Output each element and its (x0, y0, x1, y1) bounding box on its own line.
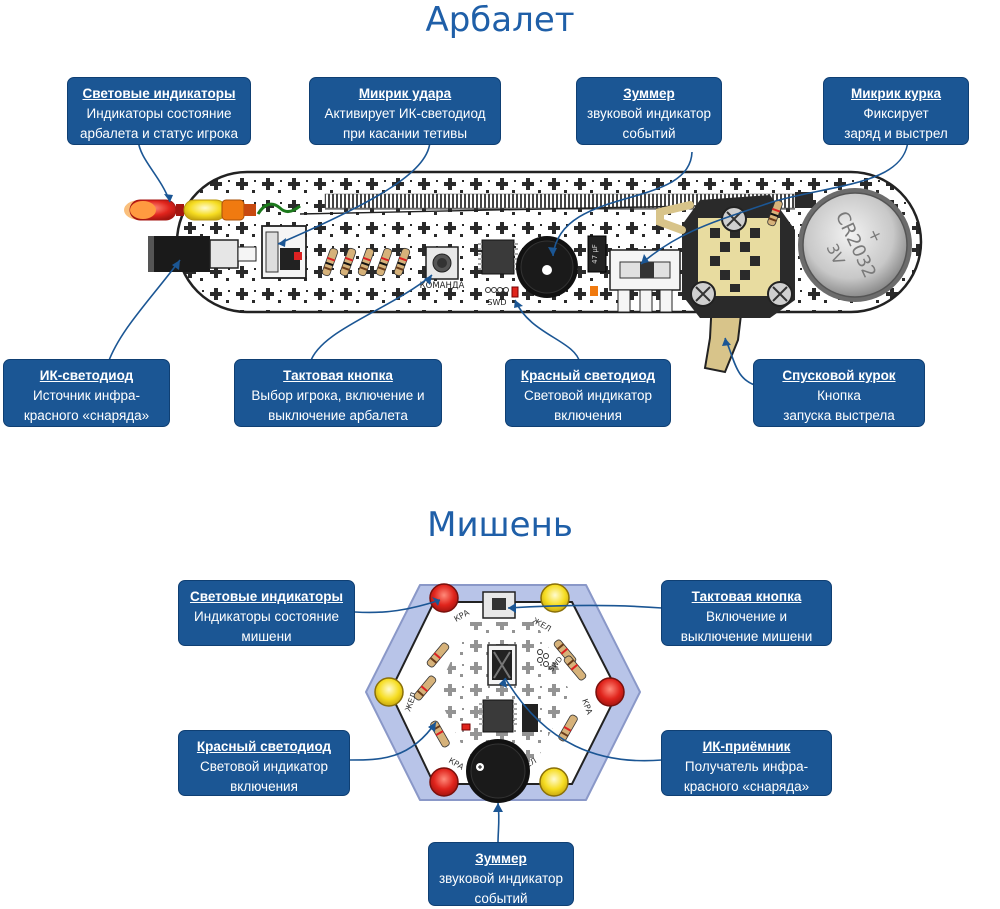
callout-title: ИК-светодиод (39, 368, 134, 383)
cap-label: 47 µF (591, 244, 599, 264)
resistor-array (321, 247, 411, 277)
swd-pads: SWD (485, 287, 509, 307)
callout-target-ir-receiver: ИК-приёмник Получатель инфра- красного «… (661, 730, 832, 796)
callout-crossbow-ir-led: ИК-светодиод Источник инфра- красного «с… (3, 359, 170, 427)
target-board: КРА ЖЕЛ ЖЕЛ КРА ЖЕЛ КРА (365, 583, 641, 803)
target-microcontroller (479, 699, 517, 733)
callout-target-red-led: Красный светодиод Световой индикатор вкл… (178, 730, 350, 796)
callout-desc: звуковой индикатор событий (586, 106, 712, 141)
callout-crossbow-trigger: Спусковой курок Кнопка запуска выстрела (753, 359, 925, 427)
callout-title: Красный светодиод (196, 739, 332, 754)
trigger-switch (590, 249, 681, 313)
ir-receiver (487, 644, 517, 686)
crossbow-leds (124, 199, 256, 221)
target-connector-arrows (428, 597, 516, 812)
callout-desc: Индикаторы состояние мишени (193, 609, 339, 644)
crossbow-title: Арбалет (425, 0, 575, 40)
callout-title: ИК-приёмник (702, 739, 791, 754)
callout-desc: Индикаторы состояние арбалета и статус и… (79, 106, 239, 141)
callout-title: Тактовая кнопка (691, 589, 802, 604)
callout-crossbow-red-led: Красный светодиод Световой индикатор вкл… (505, 359, 671, 427)
callout-title: Тактовая кнопка (283, 368, 393, 383)
crossbow-tact-button: КОМАНДА (420, 246, 465, 291)
callout-title: Зуммер (475, 851, 527, 866)
callout-title: Красный светодиод (520, 368, 656, 383)
callout-desc: Кнопка запуска выстрела (783, 388, 895, 423)
callout-desc: Включение и выключение мишени (680, 609, 813, 644)
callout-crossbow-leds: Световые индикаторы Индикаторы состояние… (67, 77, 251, 145)
callout-desc: Источник инфра- красного «снаряда» (23, 388, 150, 423)
target-buzzer (466, 739, 530, 803)
callout-desc: Выбор игрока, включение и выключение арб… (251, 388, 425, 423)
callout-title: Микрик удара (358, 86, 452, 101)
callout-desc: Активирует ИК-светодиод при касании тети… (324, 106, 486, 141)
callout-title: Световые индикаторы (82, 86, 236, 101)
callout-crossbow-button: Тактовая кнопка Выбор игрока, включение … (234, 359, 442, 427)
crossbow-connector-arrows (164, 194, 731, 346)
callout-desc: Световой индикатор включения (199, 759, 329, 794)
crossbow-buzzer (516, 236, 578, 298)
crossbow-red-led (511, 286, 519, 298)
callout-desc: звуковой индикатор событий (438, 871, 564, 906)
callout-target-leds: Световые индикаторы Индикаторы состояние… (178, 580, 355, 646)
callout-crossbow-buzzer: Зуммер звуковой индикатор событий (576, 77, 722, 145)
callout-title: Световые индикаторы (189, 589, 343, 604)
callout-desc: Фиксирует заряд и выстрел (844, 106, 948, 141)
callout-crossbow-trigger-switch: Микрик курка Фиксирует заряд и выстрел (823, 77, 969, 145)
capacitor: 47 µF (587, 235, 607, 273)
callout-target-button: Тактовая кнопка Включение и выключение м… (661, 580, 832, 646)
callout-title: Спусковой курок (782, 368, 896, 383)
callout-desc: Получатель инфра- красного «снаряда» (683, 759, 810, 794)
target-title: Мишень (427, 505, 573, 545)
callout-title: Микрик курка (851, 86, 941, 101)
ir-led (148, 236, 257, 272)
callout-crossbow-hit-switch: Микрик удара Активирует ИК-светодиод при… (309, 77, 501, 145)
callout-target-buzzer: Зуммер звуковой индикатор событий (428, 842, 574, 906)
callout-desc: Световой индикатор включения (523, 388, 653, 423)
target-red-led (461, 723, 471, 731)
battery: + CR2032 3V (795, 188, 912, 302)
callout-title: Зуммер (623, 86, 675, 101)
crossbow-board: + CR2032 3V (124, 170, 923, 374)
target-leds (374, 583, 625, 797)
target-tact-button (482, 591, 516, 619)
microcontroller (478, 239, 518, 275)
swd-label: SWD (487, 298, 506, 307)
button-label: КОМАНДА (420, 281, 465, 291)
